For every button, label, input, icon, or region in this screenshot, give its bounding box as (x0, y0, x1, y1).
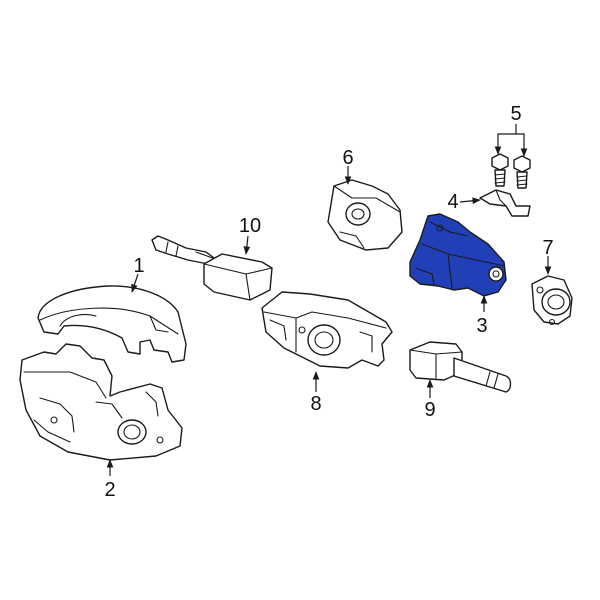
leader-lines (106, 124, 552, 476)
callout-7: 7 (542, 237, 553, 259)
callout-9: 9 (424, 399, 435, 421)
lower-column-cover[interactable] (19, 343, 183, 461)
bolts[interactable] (491, 153, 531, 189)
retainer-clip[interactable] (479, 189, 531, 217)
bolt-left[interactable] (491, 153, 509, 187)
callout-1: 1 (133, 255, 144, 277)
callout-labels: 1 2 3 4 5 6 7 8 9 10 (104, 103, 553, 501)
ignition-switch[interactable] (409, 341, 512, 393)
key-interlock[interactable] (327, 179, 403, 251)
upper-column-cover[interactable] (37, 285, 187, 363)
steering-lock-assembly[interactable] (409, 213, 507, 297)
combination-switch[interactable] (261, 291, 393, 369)
callout-10: 10 (239, 215, 261, 237)
bolt-right[interactable] (513, 155, 531, 189)
callout-8: 8 (310, 393, 321, 415)
callout-3: 3 (476, 315, 487, 337)
steering-lock-body (409, 213, 507, 297)
callout-6: 6 (342, 147, 353, 169)
wiring-connector[interactable] (151, 235, 273, 301)
callout-5: 5 (510, 103, 521, 125)
callout-2: 2 (104, 479, 115, 501)
callout-4: 4 (447, 191, 458, 213)
immobilizer-ring[interactable] (531, 275, 573, 326)
